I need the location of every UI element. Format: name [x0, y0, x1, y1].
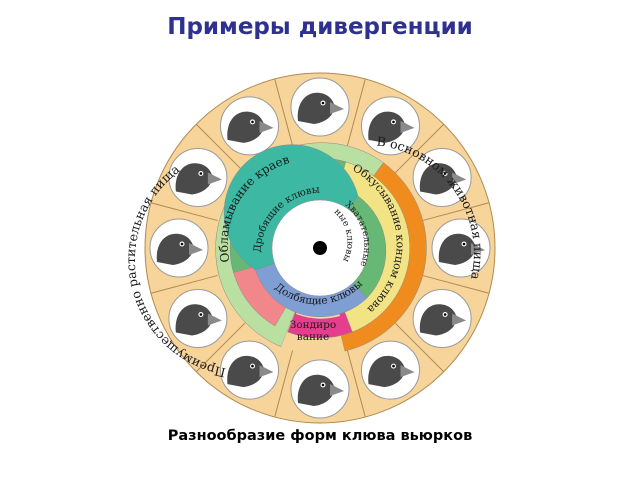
ring-divider: [346, 78, 366, 146]
finch-head-icon: [412, 148, 472, 207]
probing-label-line1: Зондиро: [290, 319, 336, 331]
finch-head-icon: [290, 359, 350, 419]
finch-head-icon: [220, 96, 279, 156]
probing-label-line2: вание: [297, 331, 329, 343]
caption: Разнообразие форм клюва вьюрков: [167, 428, 473, 444]
center-dot: [313, 241, 327, 255]
ring-divider: [346, 350, 366, 418]
finch-head-icon: [220, 340, 279, 400]
finch-head-icon: [168, 289, 228, 348]
finch-head-icon: [149, 218, 209, 278]
ring-divider: [394, 322, 445, 373]
outer-ring-dividers: [150, 78, 490, 418]
finch-head-icon: [168, 148, 228, 207]
ring-divider: [150, 202, 218, 222]
ring-divider: [150, 274, 218, 294]
finch-head-icon: [361, 96, 420, 156]
ring-divider: [422, 274, 490, 294]
beak-ring: [223, 144, 387, 317]
finch-head-icon: [412, 289, 472, 348]
finch-head-icon: [431, 218, 491, 278]
finch-head-icon: [290, 77, 350, 137]
ring-divider: [394, 123, 445, 174]
ring-divider: [274, 78, 294, 146]
ring-divider: [195, 123, 246, 174]
ring-divider: [422, 202, 490, 222]
ring-divider: [195, 322, 246, 373]
finch-head-icon: [361, 340, 420, 400]
page-title: Примеры дивергенции: [167, 14, 473, 40]
finch-medallions: [149, 77, 491, 419]
ring-divider: [274, 350, 294, 418]
